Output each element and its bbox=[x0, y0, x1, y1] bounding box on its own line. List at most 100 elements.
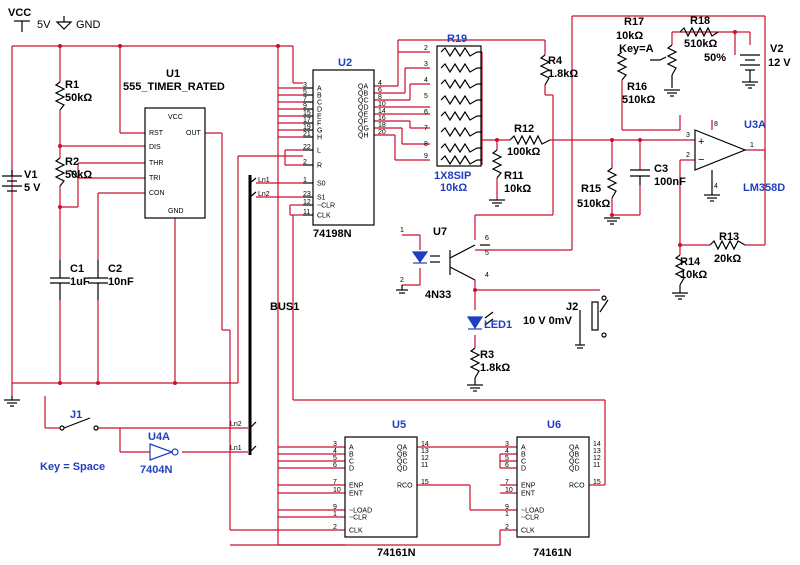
r15-name: R15 bbox=[581, 183, 601, 195]
v1-battery: V1 5 V bbox=[2, 169, 41, 194]
counter-pin-label: C bbox=[521, 459, 526, 466]
u7-optocoupler: U7 4N33 1 2 6 5 4 bbox=[396, 226, 490, 301]
u6-counter: U6 74161N A3B4C5D6ENP7ENT10~LOAD9~CLR1CL… bbox=[505, 419, 601, 559]
u2-pin-label: C bbox=[317, 100, 322, 107]
svg-text:−: − bbox=[698, 154, 704, 166]
bus-name: BUS1 bbox=[270, 301, 299, 313]
r13-value: 20kΩ bbox=[714, 253, 741, 265]
counter-pin-number: 9 bbox=[333, 504, 337, 511]
v2-value: 12 V bbox=[768, 57, 791, 69]
counter-pin-label: D bbox=[521, 466, 526, 473]
r19-pin-number: 6 bbox=[424, 109, 428, 116]
u2-pin-number: 20 bbox=[378, 129, 386, 136]
u2-pin-number: 3 bbox=[303, 82, 307, 89]
vcc-label: VCC bbox=[8, 7, 31, 19]
u2-part: 74198N bbox=[313, 228, 352, 240]
counter-pin-label: A bbox=[349, 445, 354, 452]
v2-battery: V2 12 V bbox=[740, 43, 791, 89]
r19-pin-number: 5 bbox=[424, 93, 428, 100]
r4-value: 1.8kΩ bbox=[548, 68, 578, 80]
counter-pin-label: QB bbox=[397, 452, 407, 459]
junctions bbox=[58, 30, 737, 385]
r11-value: 10kΩ bbox=[504, 183, 531, 195]
counter-pin-number: 1 bbox=[505, 511, 509, 518]
wires bbox=[11, 15, 766, 546]
u3-pin-8: 8 bbox=[714, 121, 718, 128]
counter-pin-label: ENT bbox=[349, 491, 364, 498]
bus-ln1-top: Ln1 bbox=[258, 177, 270, 184]
c1-value: 1uF bbox=[70, 276, 90, 288]
counter-pin-number: 13 bbox=[593, 448, 601, 455]
j1-name: J1 bbox=[70, 409, 82, 421]
u1-name: U1 bbox=[166, 68, 180, 80]
r17-key: Key=A bbox=[619, 43, 654, 55]
r16-resistor: R16 510kΩ bbox=[616, 51, 655, 106]
v1-name: V1 bbox=[24, 169, 37, 181]
u2-pin-label: E bbox=[317, 114, 322, 121]
counter-pin-number: 4 bbox=[505, 448, 509, 455]
r1-value: 50kΩ bbox=[65, 92, 92, 104]
u2-pin-label: R bbox=[317, 163, 322, 170]
c3-capacitor: C3 100nF bbox=[630, 163, 686, 188]
counter-pin-label: ENT bbox=[521, 491, 536, 498]
counter-pin-number: 13 bbox=[421, 448, 429, 455]
u2-pin-number: 12 bbox=[303, 199, 311, 206]
u6-name: U6 bbox=[547, 419, 561, 431]
counter-pin-label: ~CLR bbox=[349, 515, 367, 522]
counter-pin-label: ~CLR bbox=[521, 515, 539, 522]
counter-pin-number: 4 bbox=[333, 448, 337, 455]
u2-pin-label: H bbox=[317, 135, 322, 142]
u2-left-pins: A3B5C7D9E15F17G19H21L22R2S01S123~CLR12CL… bbox=[303, 82, 335, 220]
r17-potentiometer: R17 10kΩ Key=A bbox=[616, 16, 680, 97]
r19-element bbox=[440, 110, 478, 122]
counter-pin-number: 14 bbox=[593, 441, 601, 448]
u1-pin-con: CON bbox=[149, 190, 165, 197]
counter-pin-label: QC bbox=[569, 459, 580, 466]
u2-pin-number: 4 bbox=[378, 80, 382, 87]
counter-pin-label: C bbox=[349, 459, 354, 466]
u5-counter: U5 74161N A3B4C5D6ENP7ENT10~LOAD9~CLR1CL… bbox=[333, 419, 429, 559]
u2-pin-number: 18 bbox=[378, 122, 386, 129]
c1-name: C1 bbox=[70, 263, 84, 275]
j1-key: Key = Space bbox=[40, 461, 105, 473]
counter-pin-label: ~LOAD bbox=[521, 508, 544, 515]
c2-value: 10nF bbox=[108, 276, 134, 288]
r13-name: R13 bbox=[719, 231, 739, 243]
c2-name: C2 bbox=[108, 263, 122, 275]
r3-name: R3 bbox=[480, 349, 494, 361]
u2-pin-number: 15 bbox=[303, 110, 311, 117]
u3-pin-2: 2 bbox=[686, 152, 690, 159]
u2-pin-label: L bbox=[317, 148, 321, 155]
u2-pin-number: 2 bbox=[303, 159, 307, 166]
u1-pin-vcc: VCC bbox=[168, 114, 183, 121]
r18-resistor: R18 510kΩ 50% bbox=[679, 15, 726, 64]
r19-pin-number: 2 bbox=[424, 45, 428, 52]
u2-pin-label: A bbox=[317, 86, 322, 93]
u7-name: U7 bbox=[433, 226, 447, 238]
u2-pin-label: QE bbox=[358, 112, 368, 119]
c1-capacitor: C1 1uF bbox=[50, 260, 90, 300]
counter-pin-label: ~LOAD bbox=[349, 508, 372, 515]
counter-pin-label: ENP bbox=[349, 483, 364, 490]
r4-name: R4 bbox=[548, 55, 563, 67]
counter-pin-label: QA bbox=[569, 445, 579, 452]
r19-pin-number: 8 bbox=[424, 141, 428, 148]
u3-pin-4: 4 bbox=[714, 183, 718, 190]
u3-part: LM358D bbox=[743, 182, 785, 194]
counter-pin-label: QA bbox=[397, 445, 407, 452]
u2-pin-label: S0 bbox=[317, 181, 326, 188]
u2-pin-number: 7 bbox=[303, 96, 307, 103]
u2-pin-label: QG bbox=[358, 126, 369, 133]
u4-name: U4A bbox=[148, 431, 170, 443]
r3-value: 1.8kΩ bbox=[480, 362, 510, 374]
counter-pin-label: A bbox=[521, 445, 526, 452]
r2-value: 50kΩ bbox=[65, 169, 92, 181]
v1-value: 5 V bbox=[24, 182, 41, 194]
counter-pin-number: 3 bbox=[333, 441, 337, 448]
vcc-value: 5V bbox=[37, 19, 51, 31]
u1-555-timer: U1 555_TIMER_RATED VCC RST OUT DIS THR T… bbox=[123, 68, 225, 219]
r19-pin-number: 4 bbox=[424, 77, 428, 84]
u2-pin-label: F bbox=[317, 121, 321, 128]
r1-resistor: R1 50kΩ bbox=[54, 79, 92, 111]
